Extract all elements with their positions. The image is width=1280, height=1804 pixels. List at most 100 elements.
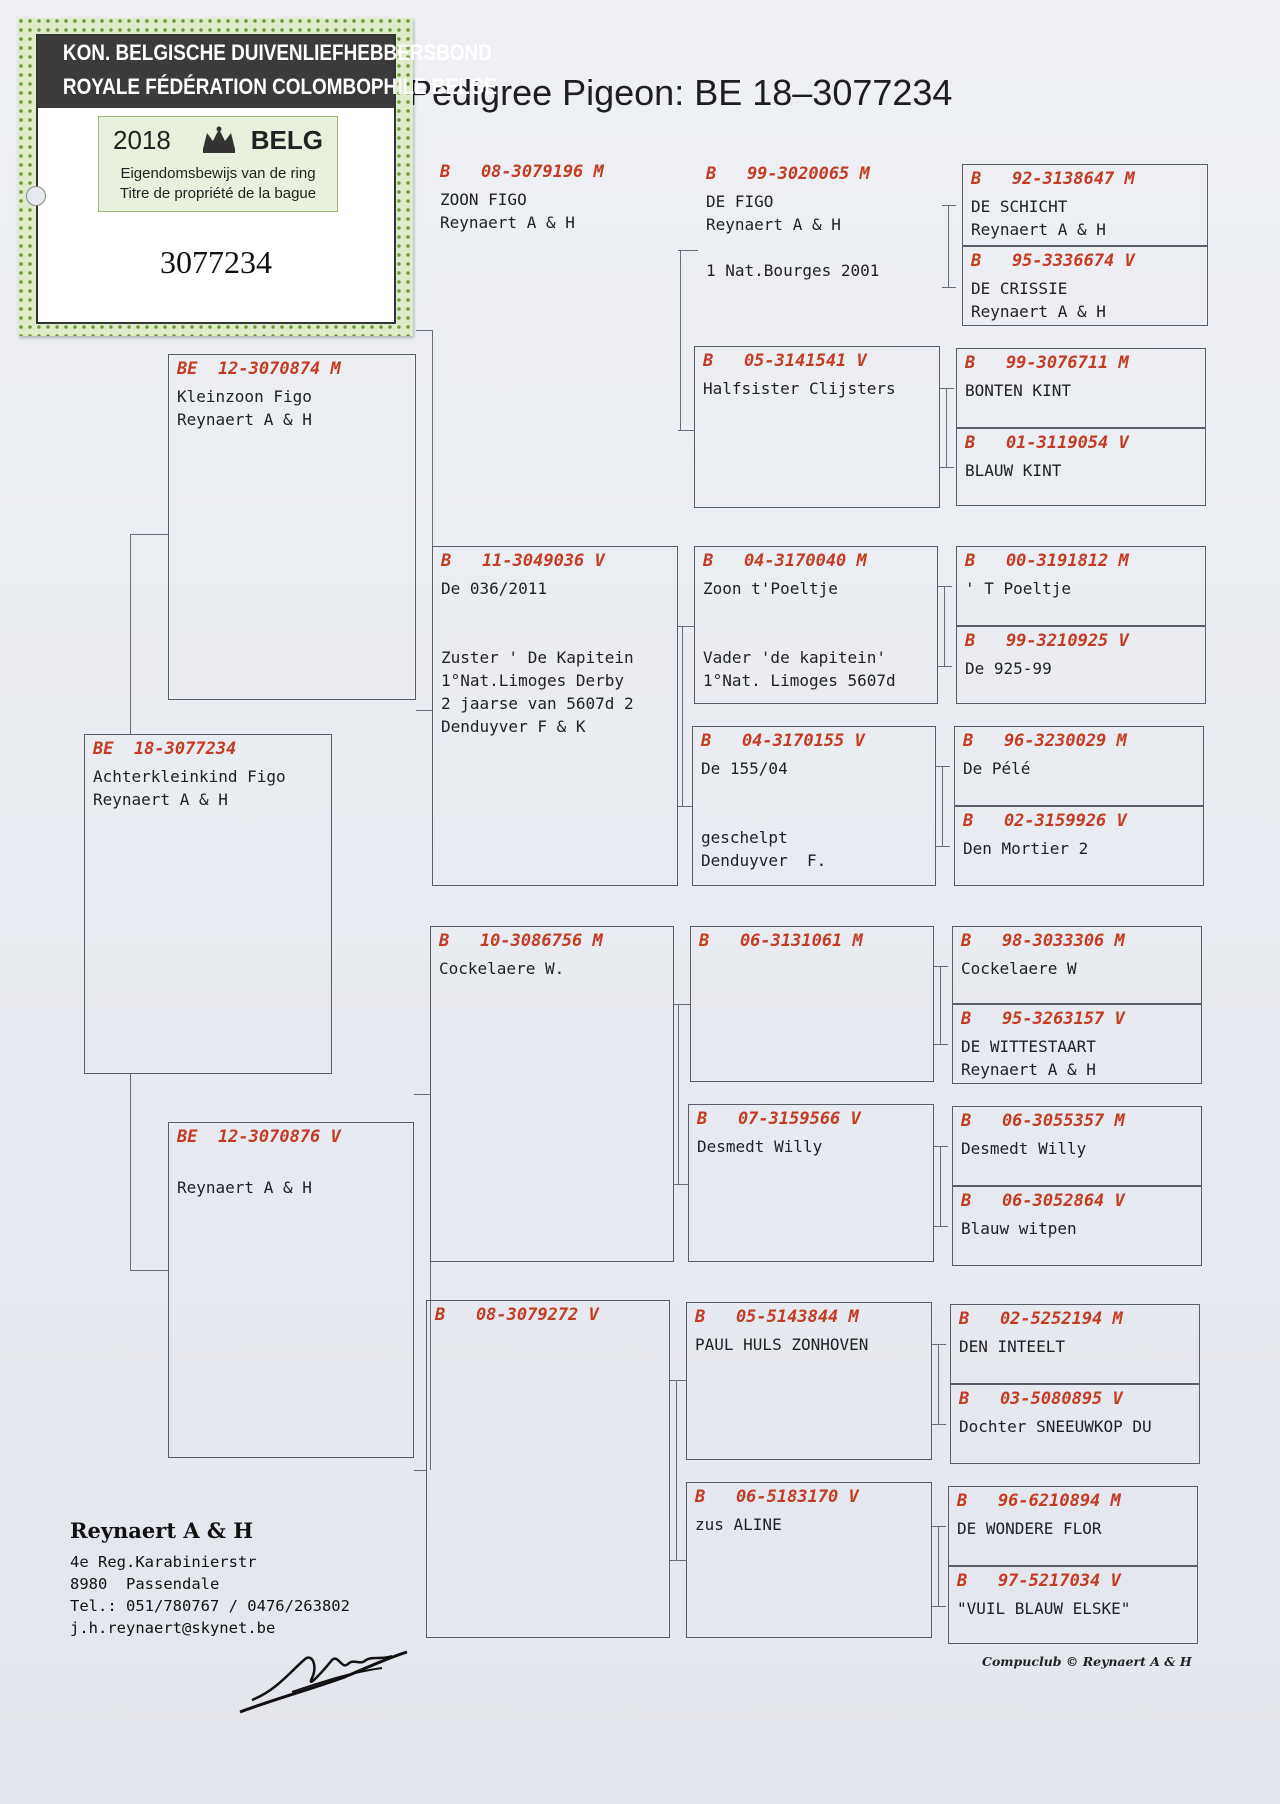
pedigree-text: "VUIL BLAUW ELSKE" [957,1599,1131,1618]
pedigree-text: Zuster ' De Kapitein [441,648,634,667]
certificate-label-nl: Eigendomsbewijs van de ring [120,165,316,182]
ring-number: B 99-3210925 V [965,631,1129,651]
connector-line [676,1380,678,1560]
pedigree-box: B 96-6210894 M DE WONDERE FLOR [948,1486,1198,1566]
pedigree-text: Kleinzoon Figo [177,387,312,406]
ring-number: B 11-3049036 V [441,551,605,571]
ring-number: B 02-5252194 M [959,1309,1123,1329]
pedigree-text: Reynaert A & H [440,213,575,232]
breeder-phone: Tel.: 051/780767 / 0476/263802 [70,1597,350,1615]
connector-line [936,846,950,848]
connector-line [682,626,684,806]
pedigree-text: 2 jaarse van 5607d 2 [441,694,634,713]
pedigree-box: B 06-5183170 V zus ALINE [686,1482,932,1638]
ring-number: B 04-3170155 V [701,731,865,751]
pedigree-text: zus ALINE [695,1515,782,1534]
pedigree-text: DE FIGO [706,192,774,211]
connector-line [940,966,942,1044]
connector-line [934,1044,948,1046]
certificate-card: KON. BELGISCHE DUIVENLIEFHEBBERSBOND ROY… [36,34,497,324]
pedigree-text: DE WONDERE FLOR [957,1519,1102,1538]
pedigree-text: BLAUW KINT [965,461,1062,480]
breeder-address: Reynaert A & H 4e Reg.Karabinierstr 8980… [70,1518,350,1639]
punch-hole [26,186,46,206]
pedigree-text: De 155/04 [701,759,788,778]
connector-line [680,250,682,430]
pedigree-text: DEN INTEELT [959,1337,1065,1356]
pedigree-text: geschelpt [701,828,788,847]
connector-line [678,806,692,808]
ring-number: B 10-3086756 M [439,931,603,951]
ring-number: B 03-5080895 V [959,1389,1123,1409]
certificate-ring-number: 3077234 [160,244,272,280]
ring-number: B 08-3079196 M [440,162,604,182]
pedigree-text: DE WITTESTAART [961,1037,1096,1056]
connector-line [946,388,948,467]
ring-number: B 07-3159566 V [697,1109,861,1129]
connector-line [674,1184,688,1186]
software-credit: Compuclub © Reynaert A & H [982,1654,1192,1669]
pedigree-text: Reynaert A & H [177,1178,312,1197]
connector-line [678,626,694,628]
ring-number: B 99-3076711 M [965,353,1129,373]
pedigree-text: PAUL HULS ZONHOVEN [695,1335,869,1354]
ring-number: B 06-5183170 V [695,1487,859,1507]
breeder-name: Reynaert A & H [70,1518,254,1543]
ring-number: B 05-5143844 M [695,1307,859,1327]
connector-line [940,467,954,469]
connector-line [432,330,434,710]
pedigree-box: B 08-3079272 V [426,1300,670,1638]
ring-number: B 05-3141541 V [703,351,867,371]
ring-number: B 96-6210894 M [957,1491,1121,1511]
pedigree-text: 1°Nat. Limoges 5607d [703,671,896,690]
ring-number: B 06-3055357 M [961,1111,1125,1131]
certificate-country: BELG [250,125,323,155]
pedigree-box: B 03-5080895 V Dochter SNEEUWKOP DU [950,1384,1200,1464]
connector-line [942,766,944,846]
ring-number: B 92-3138647 M [971,169,1135,189]
ring-number: BE 18-3077234 [93,739,237,759]
ring-number: B 02-3159926 V [963,811,1127,831]
pedigree-text: Reynaert A & H [706,215,841,234]
connector-line [938,1526,940,1606]
connector-line [678,1004,680,1184]
connector-line [130,534,168,536]
connector-line [948,205,950,287]
pedigree-text: Zoon t'Poeltje [703,579,838,598]
ring-number: B 95-3263157 V [961,1009,1125,1029]
pedigree-text: Vader 'de kapitein' [703,648,887,667]
ring-number: BE 12-3070876 V [177,1127,341,1147]
ring-number: B 06-3131061 M [699,931,863,951]
pedigree-text: De 925-99 [965,659,1052,678]
pedigree-text: Reynaert A & H [971,220,1106,239]
pedigree-text: Denduyver F & K [441,717,586,736]
pedigree-text: Cockelaere W. [439,959,565,978]
pedigree-text: Reynaert A & H [961,1060,1096,1079]
pedigree-text: Dochter SNEEUWKOP DU [959,1417,1152,1436]
pedigree-text: Reynaert A & H [971,302,1106,321]
connector-line [678,250,698,252]
ring-number: B 97-5217034 V [957,1571,1121,1591]
ring-number: B 98-3033306 M [961,931,1125,951]
pedigree-text: De 036/2011 [441,579,547,598]
pedigree-box: B 00-3191812 M' T Poeltje [956,546,1206,626]
pedigree-text: Reynaert A & H [93,790,228,809]
connector-line [416,330,432,332]
pedigree-box: B 05-5143844 M PAUL HULS ZONHOVEN [686,1302,932,1460]
pedigree-text: Desmedt Willy [961,1139,1087,1158]
breeder-street: 4e Reg.Karabinierstr [70,1553,257,1571]
pedigree-box: B 10-3086756 M Cockelaere W. [430,926,674,1262]
connector-line [678,430,694,432]
pedigree-text: Denduyver F. [701,851,827,870]
pedigree-text: ' T Poeltje [965,579,1071,598]
pedigree-box: B 02-5252194 M DEN INTEELT [950,1304,1200,1384]
